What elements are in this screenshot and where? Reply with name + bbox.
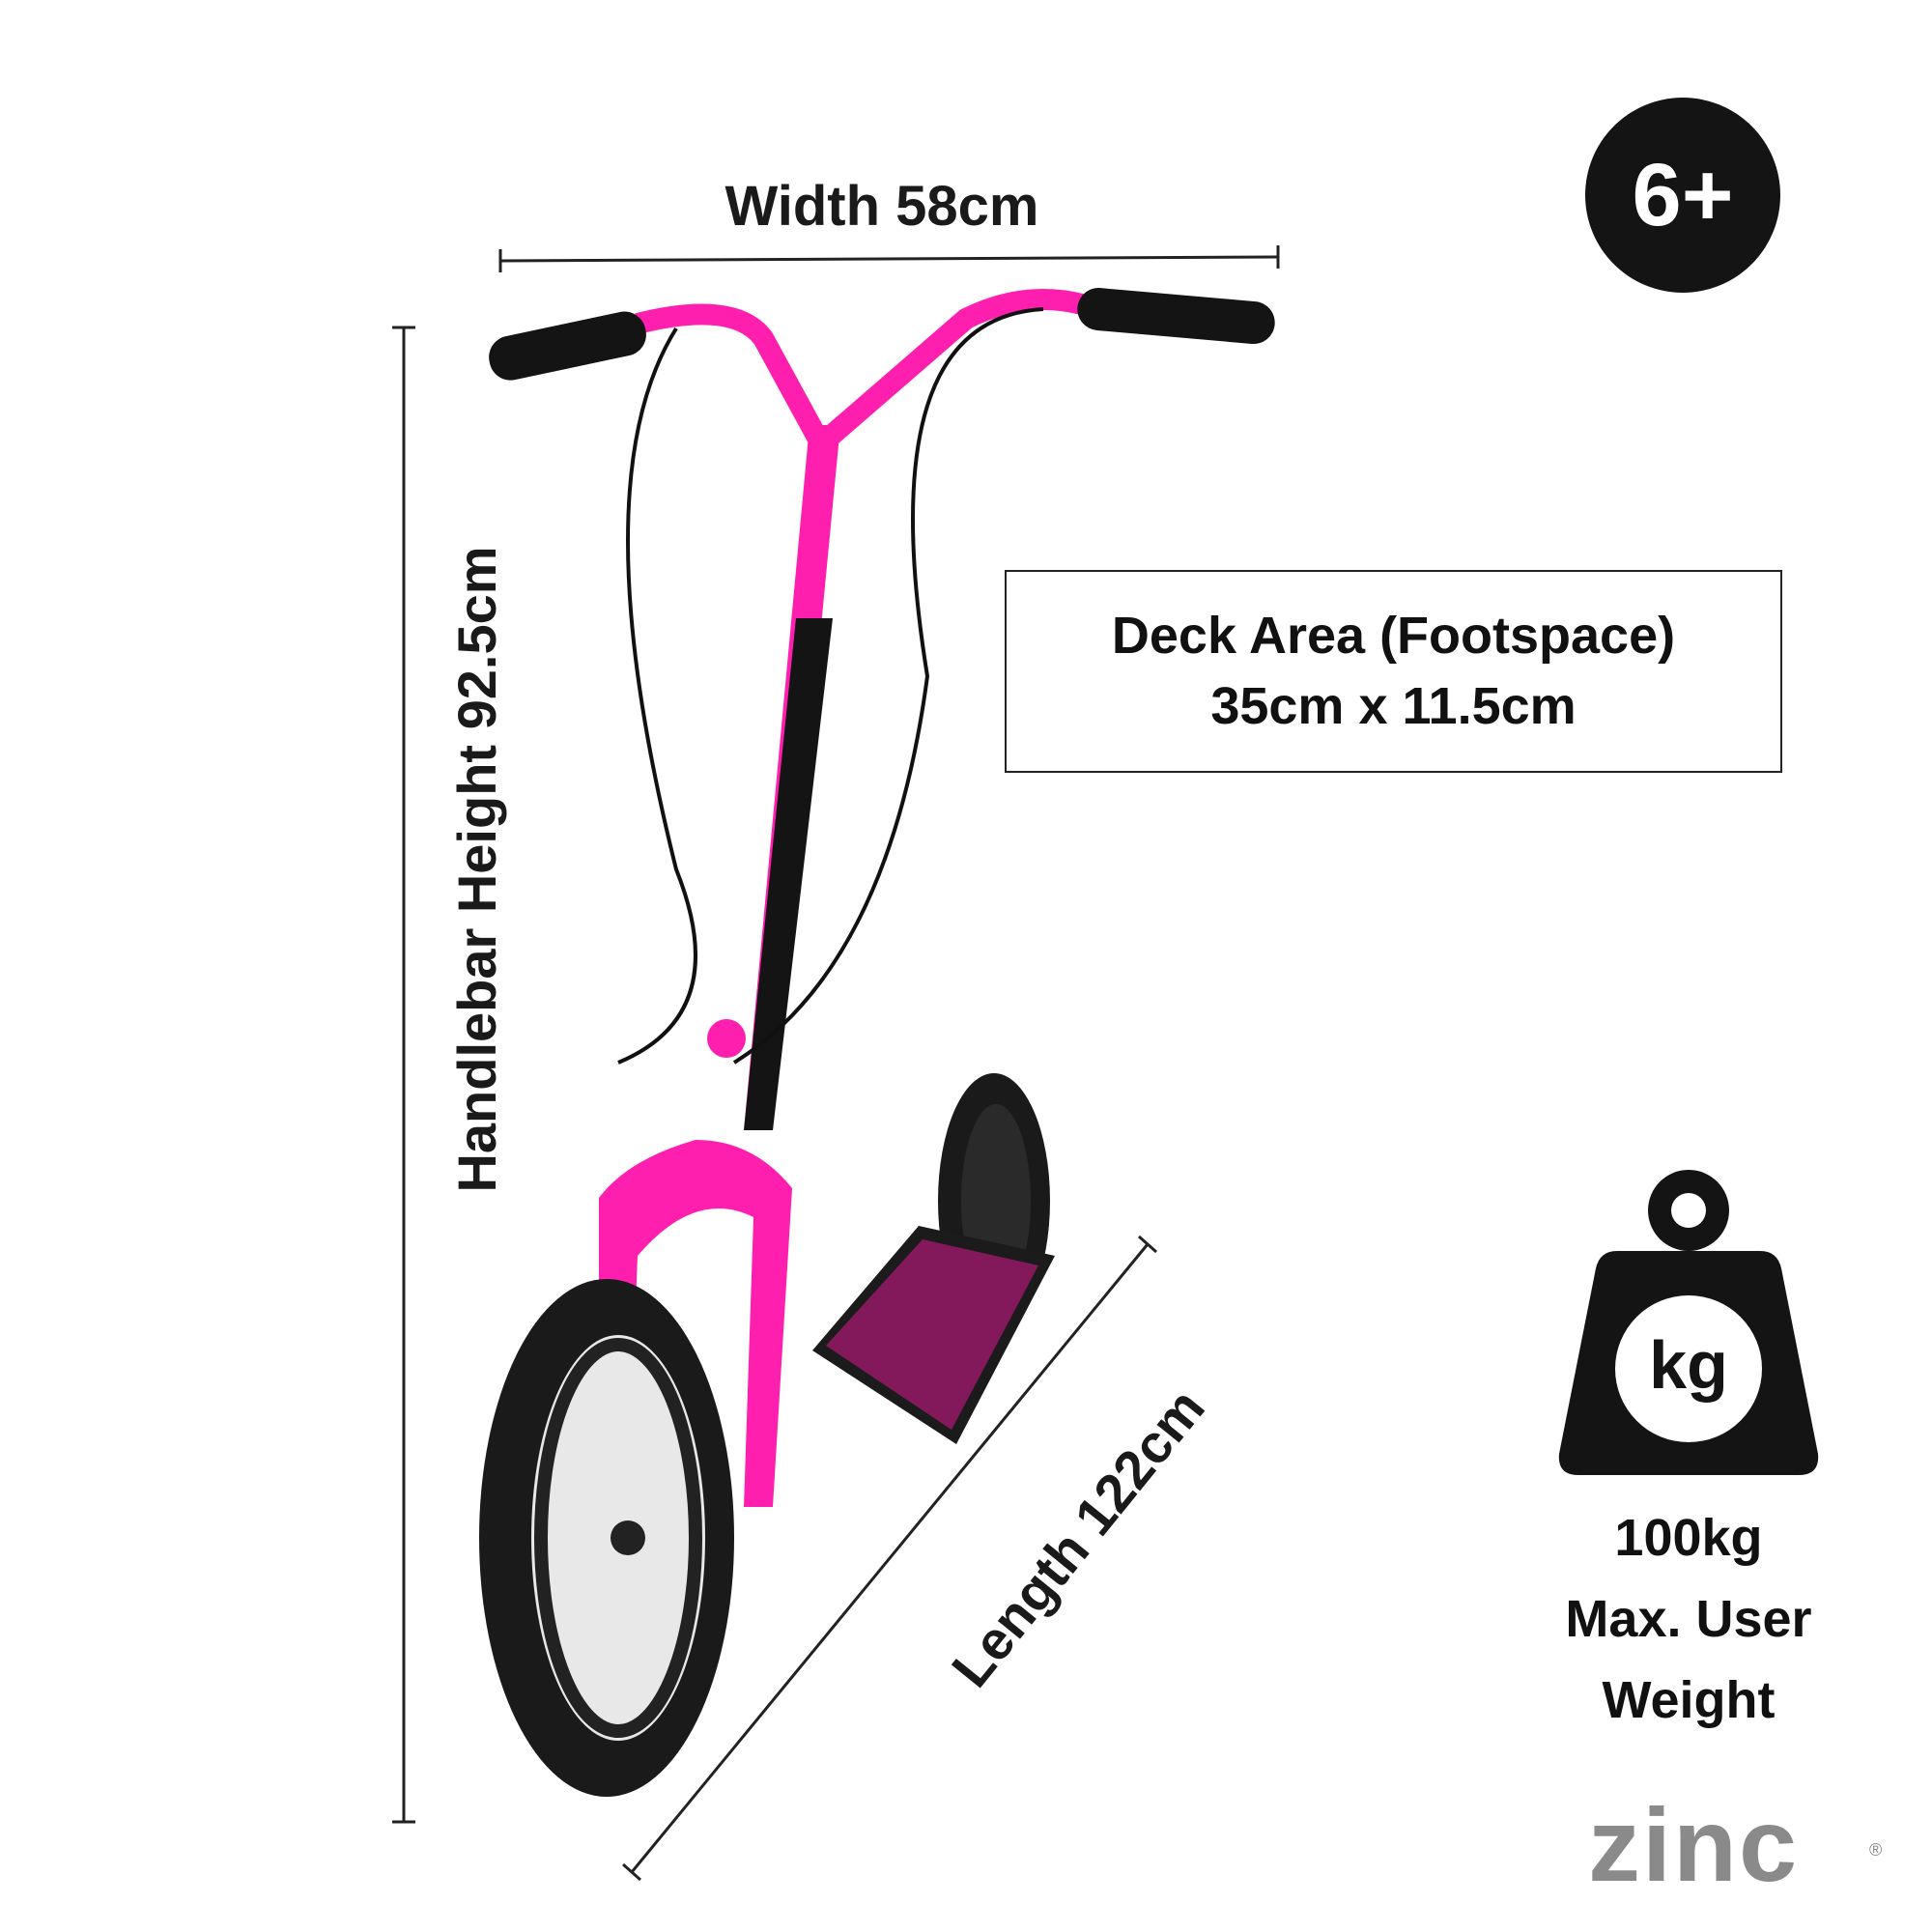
brake-cable xyxy=(732,307,1044,1065)
height-dimension-line xyxy=(392,326,415,1824)
max-weight-value: 100kg xyxy=(1614,1509,1763,1567)
front-fork xyxy=(599,1140,792,1507)
brake-cable xyxy=(617,327,697,1065)
registered-mark-icon: ® xyxy=(1869,1840,1883,1860)
kg-text: kg xyxy=(1649,1327,1728,1403)
length-dimension-line xyxy=(622,1235,1157,1882)
right-grip xyxy=(1077,288,1275,345)
deck-area-box: Deck Area (Footspace) 35cm x 11.5cm xyxy=(1005,570,1782,773)
deck-area-size: 35cm x 11.5cm xyxy=(1210,677,1577,735)
zinc-logo-text: zinc xyxy=(1588,1786,1800,1903)
deck-area-title: Deck Area (Footspace) xyxy=(1111,607,1676,666)
width-label: Width 58cm xyxy=(724,175,1039,239)
max-weight-text: 100kg Max. User Weight xyxy=(1565,1497,1811,1741)
handlebar-height-label: Handlebar Height 92.5cm xyxy=(446,546,508,1193)
handlebar xyxy=(635,289,1085,462)
max-weight-label-1: Max. User xyxy=(1565,1590,1812,1648)
age-badge: 6+ xyxy=(1585,98,1780,293)
brand-badge-z xyxy=(707,1019,746,1058)
max-weight-label-2: Weight xyxy=(1602,1671,1776,1729)
left-grip xyxy=(489,311,646,381)
width-dimension-line xyxy=(498,245,1280,272)
zinc-logo: zinc xyxy=(1588,1787,1799,1903)
weight-kg-icon: kg xyxy=(1558,1170,1819,1475)
